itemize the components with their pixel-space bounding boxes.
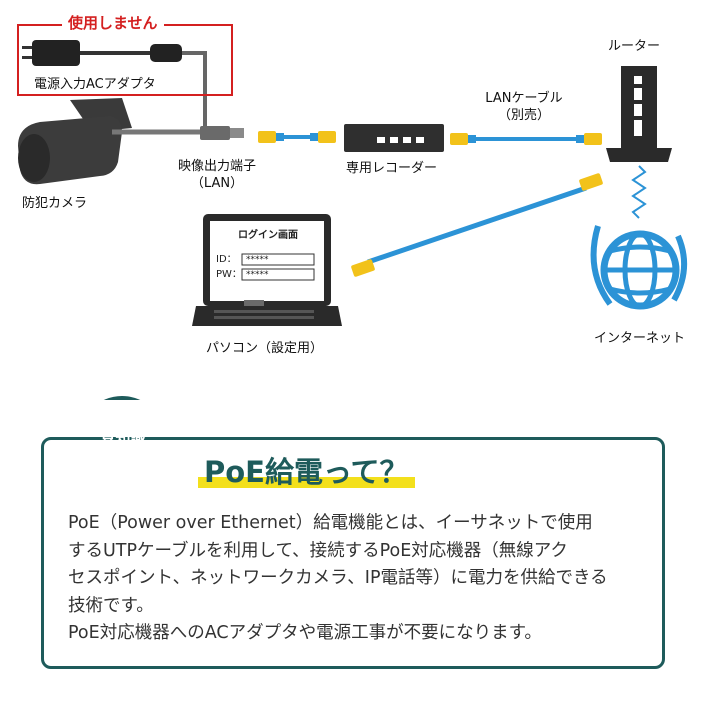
globe-icon (590, 225, 688, 310)
ac-adapter-label: 電源入力ACアダプタ (34, 77, 156, 92)
camera-label: 防犯カメラ (22, 196, 88, 211)
unused-label: 使用しません (62, 12, 164, 34)
connection-diagram (18, 40, 688, 400)
info-line: セスポイント、ネットワークカメラ、IP電話等）に電力を供給できる (68, 568, 608, 588)
router-icon (606, 66, 672, 162)
login-title: ログイン画面 (238, 230, 298, 241)
lan-cable-pc (351, 173, 603, 277)
login-id-label: ID： (216, 254, 237, 265)
recorder-icon (344, 124, 444, 152)
login-id-field: ***** (246, 255, 269, 265)
internet-label: インターネット (594, 331, 686, 346)
lan-cable-label-line1: LANケーブル (485, 91, 563, 106)
headline: PoE給電って？ (198, 452, 415, 492)
tip-badge-text: プチ 豆知識 (78, 410, 168, 448)
pc-label: パソコン（設定用） (206, 341, 324, 356)
port-label-line2: （LAN） (190, 176, 244, 191)
info-line: 技術です。 (68, 595, 154, 616)
security-camera-icon (18, 98, 244, 185)
wireless-link-icon (631, 165, 647, 219)
tip-badge-line1: プチ (107, 410, 138, 428)
recorder-label: 専用レコーダー (346, 161, 438, 176)
tip-badge-icon (103, 396, 141, 400)
lan-cable-router (450, 133, 602, 145)
port-label-line1: 映像出力端子 (177, 159, 256, 174)
login-pw-label: PW： (216, 269, 242, 280)
laptop-icon (192, 214, 342, 326)
lan-cable-label-line2: （別売） (497, 108, 550, 123)
info-body: PoE（Power over Ethernet）給電機能とは、イーサネットで使用… (68, 510, 648, 648)
info-line: PoE対応機器へのACアダプタや電源工事が不要になります。 (68, 623, 542, 643)
info-line: PoE（Power over Ethernet）給電機能とは、イーサネットで使用 (68, 513, 593, 533)
port-label: 映像出力端子 （LAN） (170, 158, 264, 192)
router-label: ルーター (608, 39, 661, 54)
lan-cable-camera (258, 131, 336, 143)
tip-badge-line2: 豆知識 (100, 429, 146, 447)
info-line: するUTPケーブルを利用して、接続するPoE対応機器（無線アク (68, 540, 568, 561)
login-pw-field: ***** (246, 270, 269, 280)
lan-cable-label: LANケーブル （別売） (470, 90, 578, 124)
